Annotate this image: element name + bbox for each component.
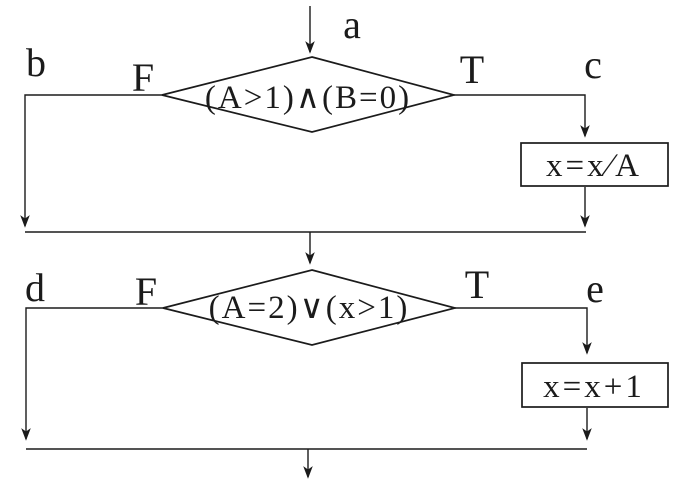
decision2-true-label: T — [465, 262, 489, 307]
decision1-condition: (A>1)∧(B=0) — [205, 80, 411, 116]
entry-edge-label: a — [343, 2, 361, 47]
decision2-false-label: F — [135, 269, 157, 314]
decision2-condition: (A=2)∨(x>1) — [209, 290, 410, 326]
decision1-true-label: T — [460, 47, 484, 92]
decision2-false-edge-label: d — [25, 265, 45, 310]
decision2-true-branch — [455, 307, 592, 355]
process1-text: x=x∕A — [546, 148, 642, 184]
decision1-true-branch — [454, 94, 590, 138]
process2-text: x=x+1 — [543, 369, 645, 405]
process2-box — [521, 362, 669, 408]
decision1-false-edge-label: b — [26, 40, 46, 85]
decision2-diamond — [162, 269, 459, 346]
decision1-false-branch — [20, 94, 162, 228]
decision2-false-branch — [21, 307, 163, 441]
decision2-true-edge-label: e — [586, 266, 604, 311]
decision1-diamond — [161, 56, 458, 133]
decision1-true-edge-label: c — [584, 42, 602, 87]
process1-box — [520, 142, 669, 187]
decision1-false-label: F — [132, 55, 154, 100]
